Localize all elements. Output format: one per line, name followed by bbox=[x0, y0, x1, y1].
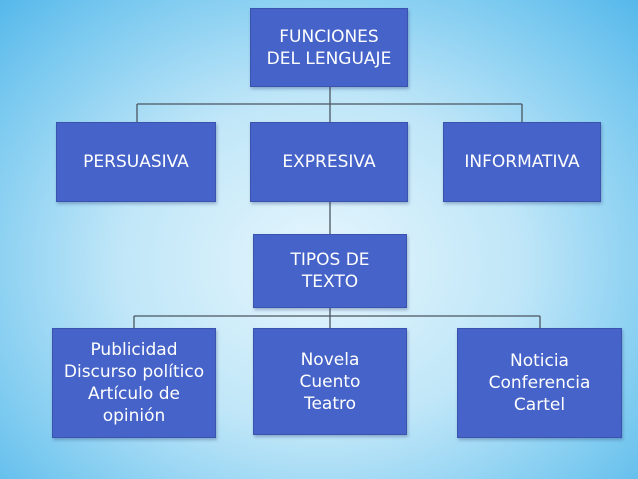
tipos-de-texto-node: TIPOS DE TEXTO bbox=[253, 234, 407, 308]
function-node-persuasiva: PERSUASIVA bbox=[56, 122, 216, 202]
text-type-node-1: Publicidad Discurso político Artículo de… bbox=[52, 328, 216, 438]
function-node-expresiva: EXPRESIVA bbox=[250, 122, 408, 202]
text-type-node-2: Novela Cuento Teatro bbox=[253, 328, 407, 435]
tipos-de-texto-label: TIPOS DE TEXTO bbox=[290, 250, 370, 292]
function-node-label: EXPRESIVA bbox=[282, 152, 376, 172]
function-node-label: INFORMATIVA bbox=[464, 152, 580, 172]
text-type-node-label: Novela Cuento Teatro bbox=[299, 349, 361, 414]
root-node: FUNCIONES DEL LENGUAJE bbox=[250, 8, 408, 87]
function-node-label: PERSUASIVA bbox=[83, 152, 189, 172]
text-type-node-label: Publicidad Discurso político Artículo de… bbox=[63, 340, 205, 426]
function-node-informativa: INFORMATIVA bbox=[443, 122, 601, 202]
text-type-node-label: Noticia Conferencia Cartel bbox=[488, 351, 591, 415]
root-node-label: FUNCIONES DEL LENGUAJE bbox=[266, 26, 392, 69]
text-type-node-3: Noticia Conferencia Cartel bbox=[457, 328, 622, 438]
